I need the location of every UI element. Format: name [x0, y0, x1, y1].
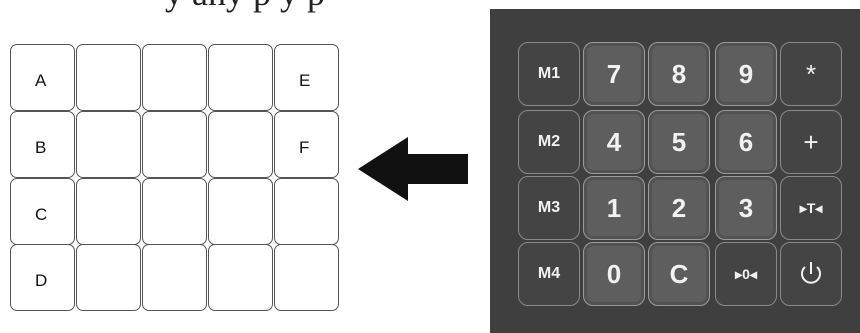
left-arrow-icon: [358, 137, 468, 201]
keypad-key[interactable]: M1: [518, 42, 580, 106]
template-cell: [208, 178, 273, 245]
keypad-key[interactable]: *: [780, 42, 842, 106]
template-cell: E: [274, 44, 339, 111]
template-cell: C: [10, 178, 75, 245]
template-cell: [274, 244, 339, 311]
template-cell-label: A: [35, 71, 47, 90]
template-cell: [76, 44, 141, 111]
keypad-key[interactable]: 3: [715, 176, 777, 240]
template-cell: D: [10, 244, 75, 311]
keypad-key[interactable]: M3: [518, 176, 580, 240]
template-cell: [274, 178, 339, 245]
keypad-key[interactable]: 5: [648, 110, 710, 174]
keypad-key[interactable]: 2: [648, 176, 710, 240]
template-cell: [142, 44, 207, 111]
keypad-key[interactable]: 9: [715, 42, 777, 106]
power-button[interactable]: [780, 242, 842, 306]
template-cell-label: B: [35, 138, 47, 157]
template-cell: [142, 244, 207, 311]
template-cell: B: [10, 111, 75, 178]
keypad-key[interactable]: M4: [518, 242, 580, 306]
keypad-key[interactable]: 8: [648, 42, 710, 106]
keypad-key[interactable]: 1: [583, 176, 645, 240]
template-cell: [208, 244, 273, 311]
keypad-key[interactable]: 6: [715, 110, 777, 174]
template-cell: [76, 111, 141, 178]
template-cell-label: F: [299, 138, 310, 157]
keypad-key[interactable]: 7: [583, 42, 645, 106]
template-cell: [142, 178, 207, 245]
cut-off-header-text: y any p y p: [0, 0, 490, 14]
template-cell: [142, 111, 207, 178]
keypad-key[interactable]: ▸0◂: [715, 242, 777, 306]
template-cell: [208, 44, 273, 111]
template-cell-label: E: [299, 71, 311, 90]
template-cell: A: [10, 44, 75, 111]
keypad-key[interactable]: +: [780, 110, 842, 174]
keypad-key[interactable]: M2: [518, 110, 580, 174]
template-cell: [76, 178, 141, 245]
template-cell: [208, 111, 273, 178]
keypad-key[interactable]: 0: [583, 242, 645, 306]
power-icon: [801, 262, 821, 284]
keypad-key[interactable]: ▸T◂: [780, 176, 842, 240]
template-cell-label: C: [35, 205, 48, 224]
keypad-key[interactable]: 4: [583, 110, 645, 174]
template-cell-label: D: [35, 271, 48, 290]
template-cell: [76, 244, 141, 311]
keypad-key[interactable]: C: [648, 242, 710, 306]
template-cell: F: [274, 111, 339, 178]
